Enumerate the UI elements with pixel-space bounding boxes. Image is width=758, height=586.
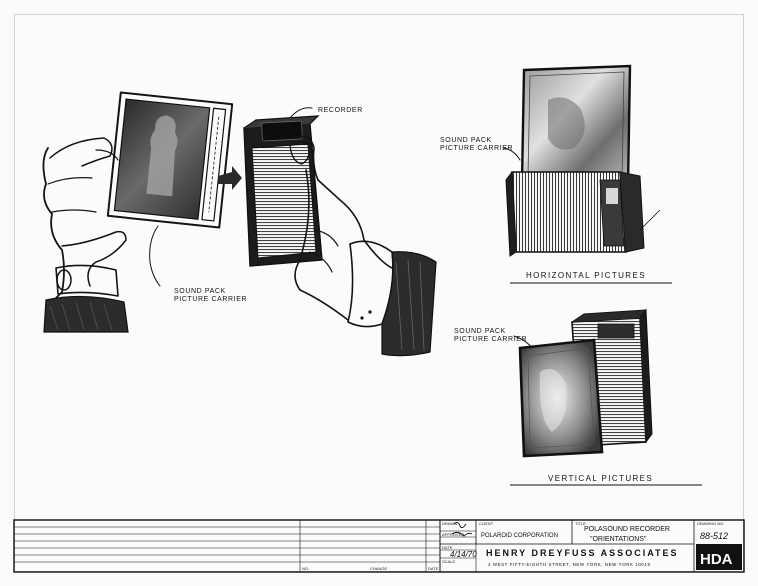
change-column-label: CHANGE — [370, 566, 387, 571]
client-label: CLIENT — [479, 521, 494, 526]
date-label: DATE — [442, 545, 453, 550]
drawn-label: DRAWN — [442, 521, 457, 526]
direction-arrow — [218, 166, 242, 190]
drawing-number: 88-512 — [700, 531, 728, 541]
right-hand-recorder-sketch — [243, 115, 437, 357]
date-value: 4/14/70 — [450, 550, 477, 559]
title-label: TITLE — [575, 521, 586, 526]
firm-name: HENRY DREYFUSS ASSOCIATES — [486, 548, 679, 558]
vertical-orientation-sketch — [518, 308, 653, 458]
left-hand-picture-carrier-sketch — [42, 91, 234, 333]
no-column-label: NO. — [302, 566, 309, 571]
callout-recorder: RECORDER — [318, 107, 363, 114]
hda-logo-box — [696, 544, 742, 570]
firm-address: 4 WEST FIFTY-EIGHTH STREET, NEW YORK, NE… — [488, 562, 651, 567]
callout-sound-pack-vertical: SOUND PACK — [454, 328, 506, 335]
picture-carrier-card — [106, 91, 234, 229]
hda-logo: HDA — [700, 551, 733, 568]
callout-picture-carrier-vertical: PICTURE CARRIER — [454, 336, 527, 343]
title-block — [13, 519, 745, 573]
date-column-label: DATE — [428, 566, 439, 571]
horizontal-orientation-sketch — [505, 64, 661, 257]
callout-sound-pack-horizontal: SOUND PACK — [440, 137, 492, 144]
callout-picture-carrier-left: PICTURE CARRIER — [174, 296, 247, 303]
caption-horizontal-pictures: HORIZONTAL PICTURES — [526, 271, 646, 280]
caption-vertical-pictures: VERTICAL PICTURES — [548, 474, 653, 483]
scale-label: SCALE — [442, 559, 455, 564]
approved-label: APPROVED — [442, 532, 464, 537]
title-line-1: POLASOUND RECORDER — [584, 526, 670, 533]
callout-sound-pack-left: SOUND PACK — [174, 288, 226, 295]
title-line-2: "ORIENTATIONS" — [590, 536, 647, 543]
drawing-no-label: DRAWING NO. — [697, 521, 724, 526]
client-name: POLAROID CORPORATION — [481, 533, 558, 539]
callout-picture-carrier-horizontal: PICTURE CARRIER — [440, 145, 513, 152]
